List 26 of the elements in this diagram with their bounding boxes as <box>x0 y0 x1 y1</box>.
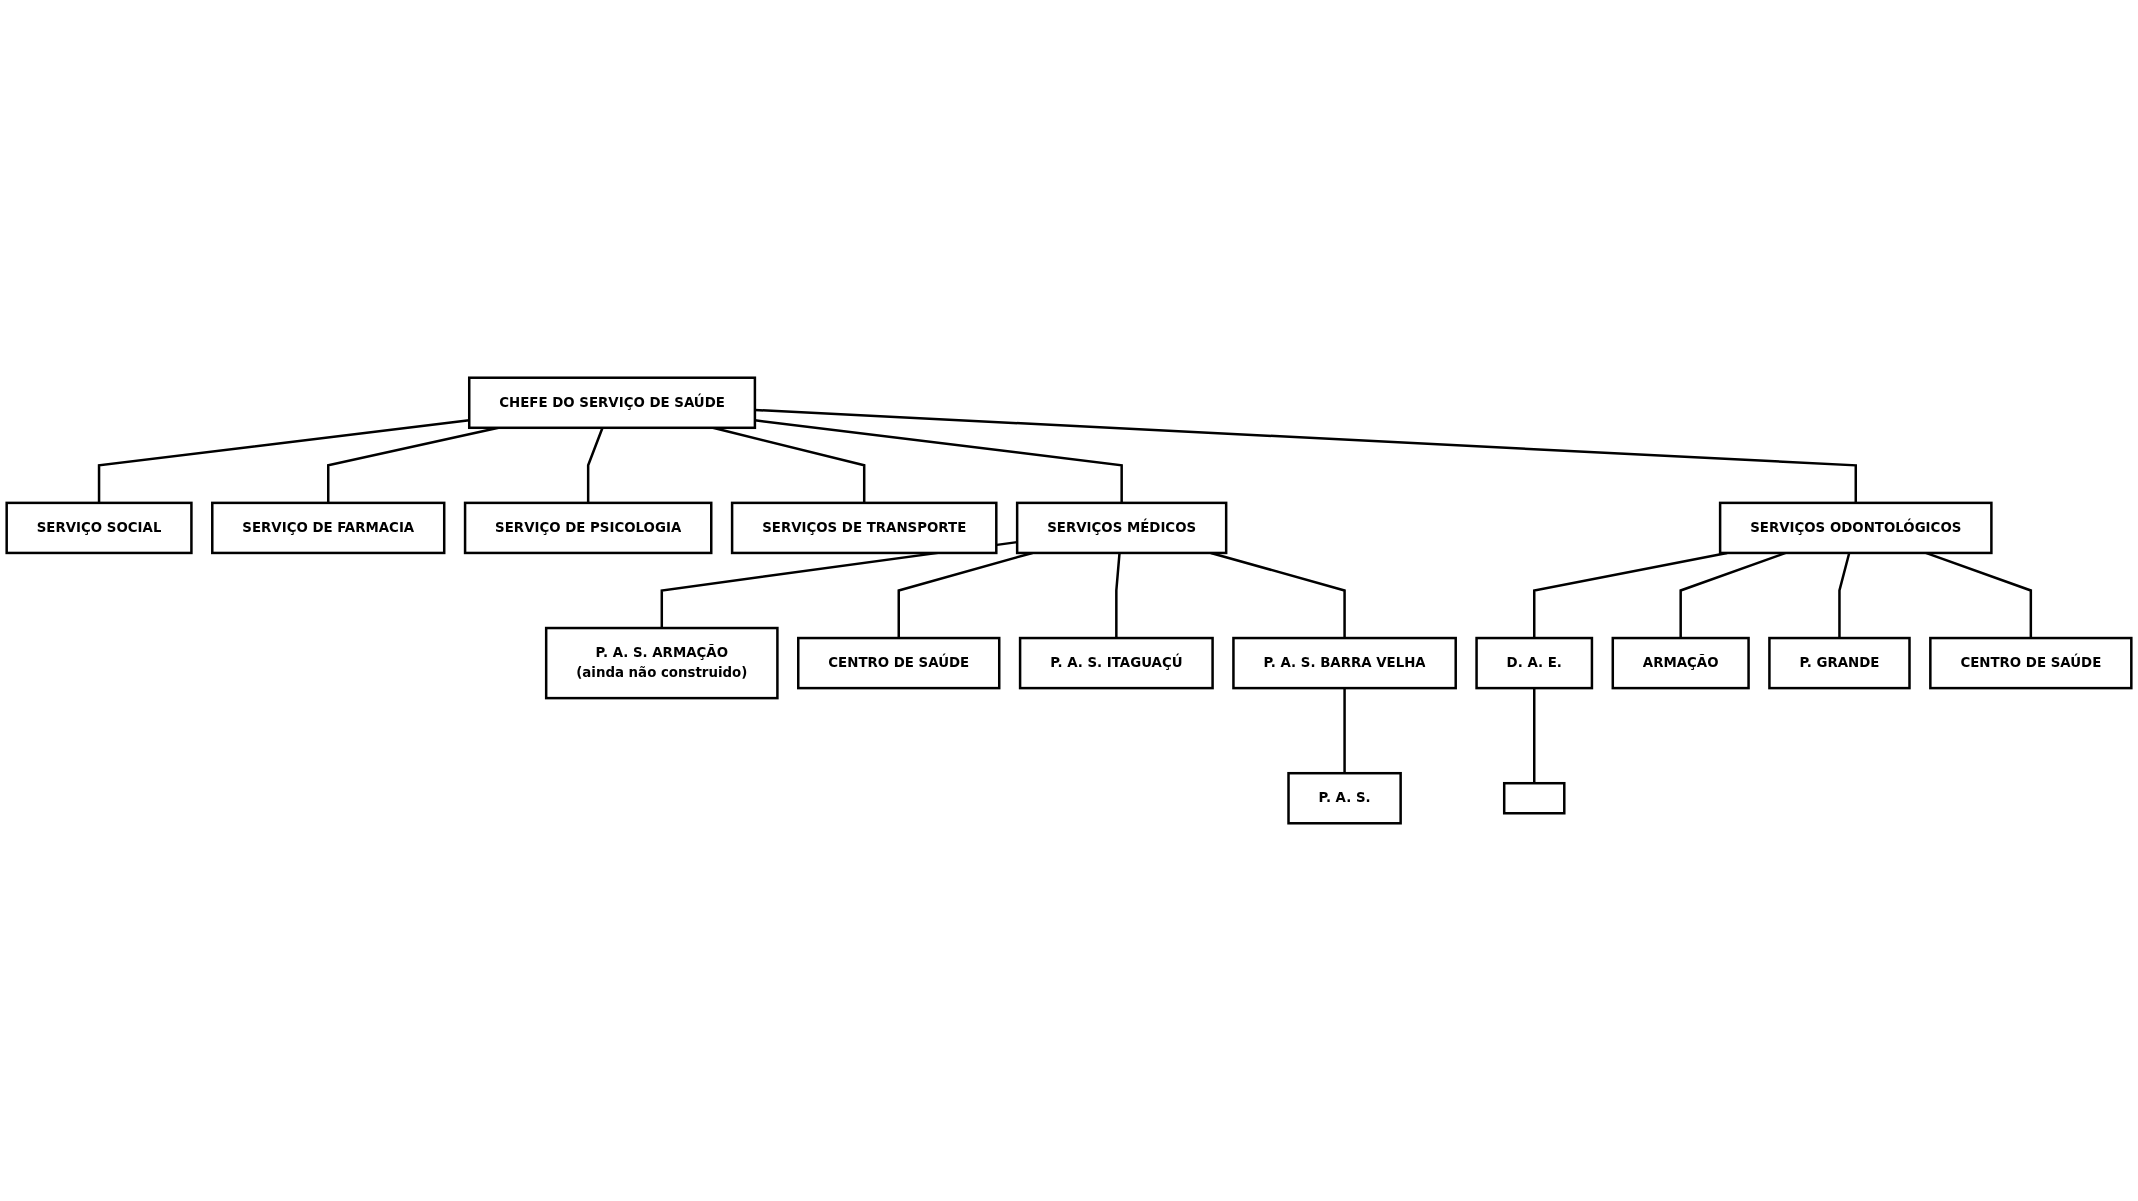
node-box <box>1232 636 1457 690</box>
node-box <box>1475 636 1594 690</box>
connector <box>754 419 1123 503</box>
node-box <box>1018 636 1214 690</box>
node-box <box>468 376 757 430</box>
node-box <box>1929 636 2133 690</box>
node-box <box>1502 781 1566 815</box>
connector <box>1343 688 1346 774</box>
connector <box>897 551 1033 639</box>
node-box <box>463 501 713 555</box>
node-box <box>1718 501 1993 555</box>
connector <box>754 408 1857 503</box>
connector <box>586 427 604 503</box>
connector <box>1115 552 1121 639</box>
connector <box>97 418 470 503</box>
connector <box>1838 552 1851 639</box>
node-box <box>797 636 1001 690</box>
node-box <box>730 501 998 555</box>
node-box <box>1015 501 1228 555</box>
node-box <box>1611 636 1750 690</box>
connector <box>1533 688 1536 784</box>
node-box <box>211 501 446 555</box>
node-box <box>5 501 193 555</box>
node-box <box>1287 771 1402 825</box>
node-box <box>544 626 779 700</box>
node-box <box>1768 636 1911 690</box>
